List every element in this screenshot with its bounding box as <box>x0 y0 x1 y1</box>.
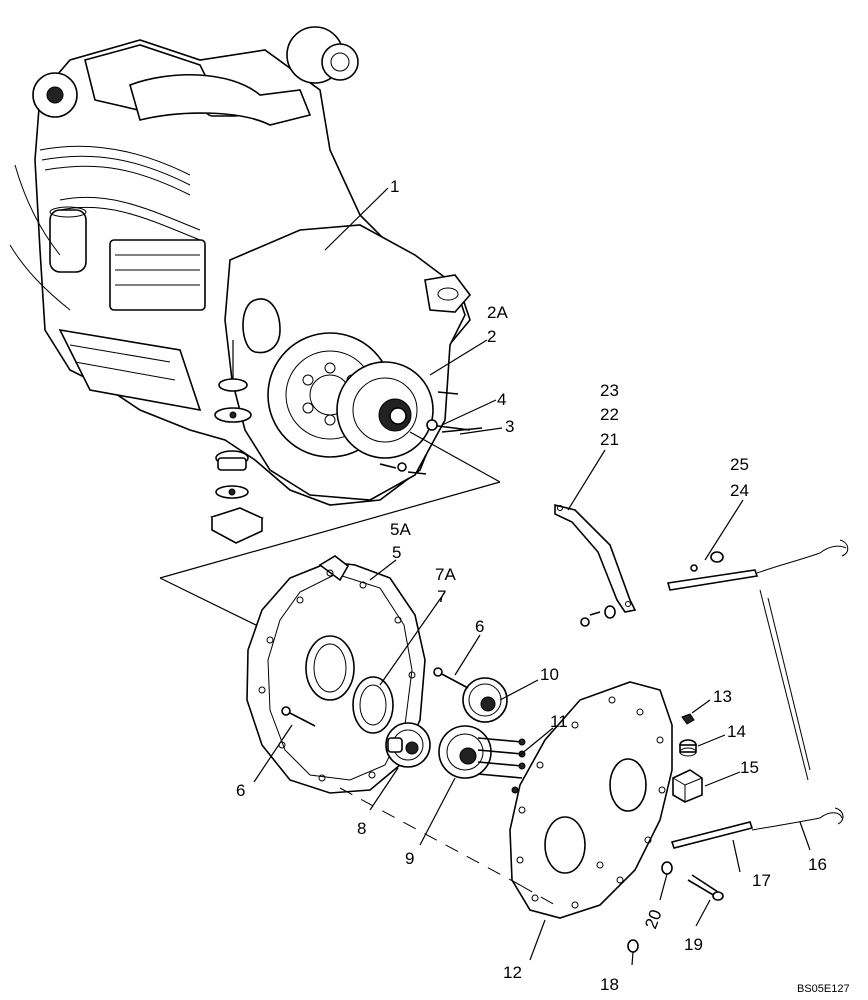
center-lines <box>339 787 556 906</box>
callout-7: 7 <box>437 587 446 606</box>
callout-6-upper: 6 <box>475 617 484 636</box>
callout-23: 23 <box>600 381 619 400</box>
callout-2A: 2A <box>487 303 508 322</box>
callout-24: 24 <box>730 481 749 500</box>
callout-19: 19 <box>684 935 703 954</box>
callout-12: 12 <box>503 963 522 982</box>
callout-labels: 1 2A 2 4 3 23 22 21 25 24 5A 5 7A 7 6 10… <box>236 177 850 995</box>
gear-set <box>281 667 526 794</box>
callout-21: 21 <box>600 430 619 449</box>
callout-6-lower: 6 <box>236 781 245 800</box>
callout-1: 1 <box>390 177 399 196</box>
hardware-parts <box>627 713 754 953</box>
callout-25: 25 <box>730 455 749 474</box>
callout-15: 15 <box>740 758 759 777</box>
callout-10: 10 <box>540 665 559 684</box>
figure-code: BS05E127 <box>797 983 850 995</box>
callout-14: 14 <box>727 722 746 741</box>
callout-7A: 7A <box>435 565 456 584</box>
callout-5: 5 <box>392 543 401 562</box>
callout-8: 8 <box>357 819 366 838</box>
callout-11: 11 <box>550 712 568 731</box>
callout-3: 3 <box>505 417 514 436</box>
callout-18: 18 <box>600 975 619 994</box>
callout-2: 2 <box>487 327 496 346</box>
adapter-plate <box>159 555 426 794</box>
cover-plate <box>509 681 673 919</box>
callout-20: 20 <box>641 907 665 931</box>
callout-13: 13 <box>713 687 732 706</box>
leader-lines <box>253 187 811 966</box>
callout-4: 4 <box>497 390 506 409</box>
linkage-parts <box>554 503 849 831</box>
callout-16: 16 <box>808 855 827 874</box>
callout-5A: 5A <box>390 520 411 539</box>
callout-9: 9 <box>405 849 414 868</box>
callout-22: 22 <box>600 405 619 424</box>
callout-17: 17 <box>752 871 771 890</box>
engine-assembly <box>9 26 501 579</box>
